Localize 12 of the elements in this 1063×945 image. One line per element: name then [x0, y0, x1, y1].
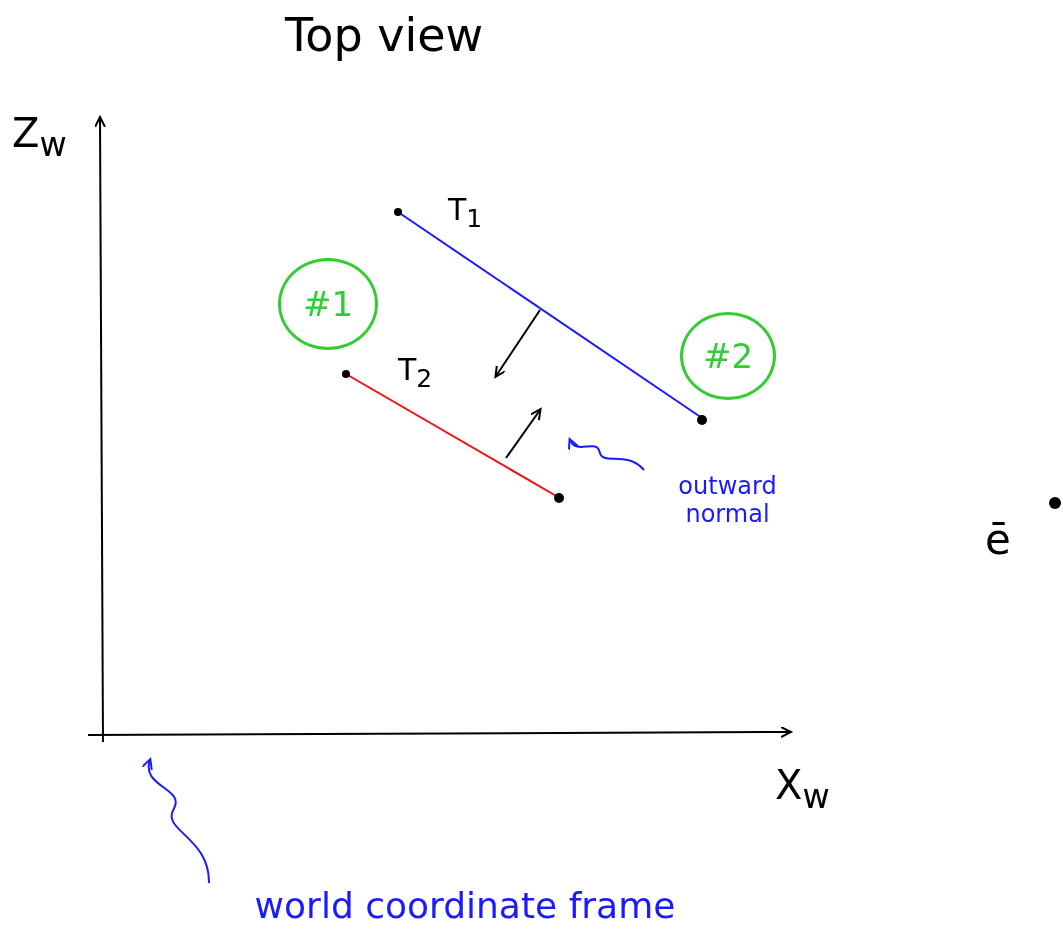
- circled-label: #1: [278, 258, 378, 350]
- segment-label: T$_{2}$: [398, 352, 433, 393]
- circled-label: #2: [680, 312, 776, 400]
- point-label: ē: [985, 515, 1011, 564]
- annotation-text: world coordinate frame: [205, 885, 725, 926]
- title: Top view: [285, 8, 484, 62]
- axis-label: Z$_{w}$: [12, 110, 67, 164]
- segment-label: T$_{1}$: [448, 192, 483, 233]
- axis-label: X$_{w}$: [775, 762, 830, 816]
- annotation-text: outward normal: [640, 472, 815, 528]
- leader-line: [142, 758, 210, 884]
- leader-line: [568, 438, 645, 471]
